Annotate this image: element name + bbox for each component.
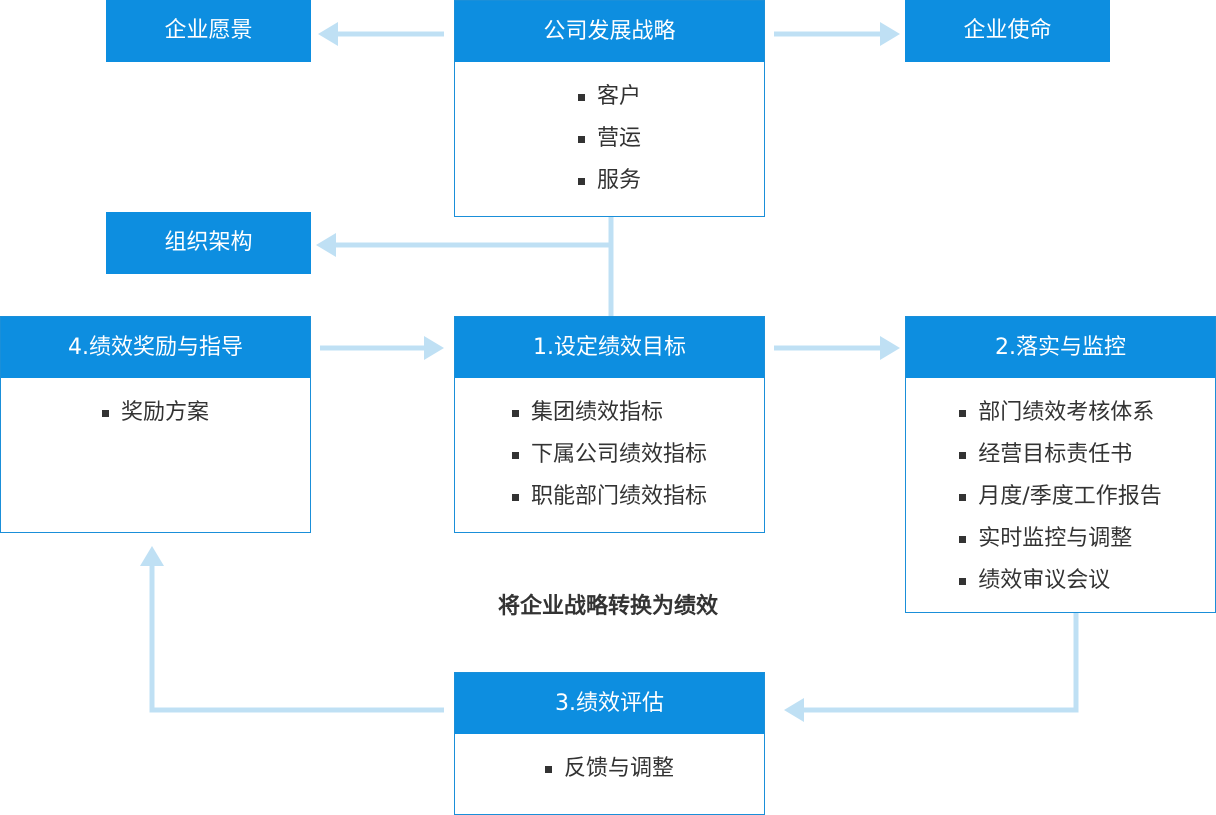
- strategy-title: 公司发展战略: [455, 1, 764, 62]
- org-box: 组织架构: [106, 212, 311, 274]
- monitor-list: 部门绩效考核体系 经营目标责任书 月度/季度工作报告 实时监控与调整 绩效审议会…: [959, 378, 1162, 602]
- target-title: 1.设定绩效目标: [455, 317, 764, 378]
- list-item: 反馈与调整: [544, 748, 674, 790]
- evaluate-list: 反馈与调整: [544, 734, 674, 790]
- mission-label: 企业使命: [963, 18, 1052, 43]
- list-item: 奖励方案: [101, 392, 209, 434]
- bullet-icon: [577, 177, 585, 185]
- bullet-icon: [511, 493, 519, 501]
- target-list: 集团绩效指标 下属公司绩效指标 职能部门绩效指标: [511, 378, 707, 518]
- bullet-icon: [959, 577, 967, 585]
- target-box: 1.设定绩效目标 集团绩效指标 下属公司绩效指标 职能部门绩效指标: [454, 316, 765, 533]
- bullet-icon: [577, 93, 585, 101]
- arrow-monitor-to-evaluate: [804, 613, 1079, 713]
- evaluate-title: 3.绩效评估: [455, 673, 764, 734]
- arrow-evaluate-to-reward: [149, 566, 444, 713]
- arrowhead-mission: [880, 22, 900, 46]
- org-label: 组织架构: [164, 230, 253, 255]
- list-item: 经营目标责任书: [959, 434, 1161, 476]
- diagram-caption: 将企业战略转换为绩效: [497, 594, 718, 619]
- bullet-icon: [959, 451, 967, 459]
- list-item: 服务: [577, 160, 641, 202]
- reward-box: 4.绩效奖励与指导 奖励方案: [0, 316, 311, 533]
- bullet-icon: [959, 409, 967, 417]
- list-item: 营运: [577, 118, 641, 160]
- list-item: 客户: [577, 76, 641, 118]
- strategy-list: 客户 营运 服务: [577, 62, 641, 202]
- arrowhead-vision: [318, 22, 338, 46]
- bullet-icon: [577, 135, 585, 143]
- list-item: 职能部门绩效指标: [511, 476, 707, 518]
- mission-box: 企业使命: [905, 0, 1110, 62]
- strategy-box: 公司发展战略 客户 营运 服务: [454, 0, 765, 217]
- bullet-icon: [511, 451, 519, 459]
- bullet-icon: [544, 765, 552, 773]
- bullet-icon: [959, 535, 967, 543]
- vision-label: 企业愿景: [164, 18, 253, 43]
- list-item: 集团绩效指标: [511, 392, 707, 434]
- list-item: 下属公司绩效指标: [511, 434, 707, 476]
- arrowhead-reward: [140, 546, 164, 566]
- monitor-title: 2.落实与监控: [906, 317, 1215, 378]
- reward-title: 4.绩效奖励与指导: [1, 317, 310, 378]
- list-item: 实时监控与调整: [959, 518, 1161, 560]
- list-item: 部门绩效考核体系: [959, 392, 1161, 434]
- list-item: 月度/季度工作报告: [959, 476, 1162, 518]
- bullet-icon: [511, 409, 519, 417]
- arrowhead-org: [316, 233, 336, 257]
- monitor-box: 2.落实与监控 部门绩效考核体系 经营目标责任书 月度/季度工作报告 实时监控与…: [905, 316, 1216, 613]
- arrowhead-monitor: [880, 336, 900, 360]
- bullet-icon: [959, 493, 967, 501]
- bullet-icon: [101, 409, 109, 417]
- evaluate-box: 3.绩效评估 反馈与调整: [454, 672, 765, 815]
- list-item: 绩效审议会议: [959, 560, 1161, 602]
- vision-box: 企业愿景: [106, 0, 311, 62]
- reward-list: 奖励方案: [101, 378, 209, 434]
- arrowhead-evaluate: [784, 698, 804, 722]
- arrowhead-target: [424, 336, 444, 360]
